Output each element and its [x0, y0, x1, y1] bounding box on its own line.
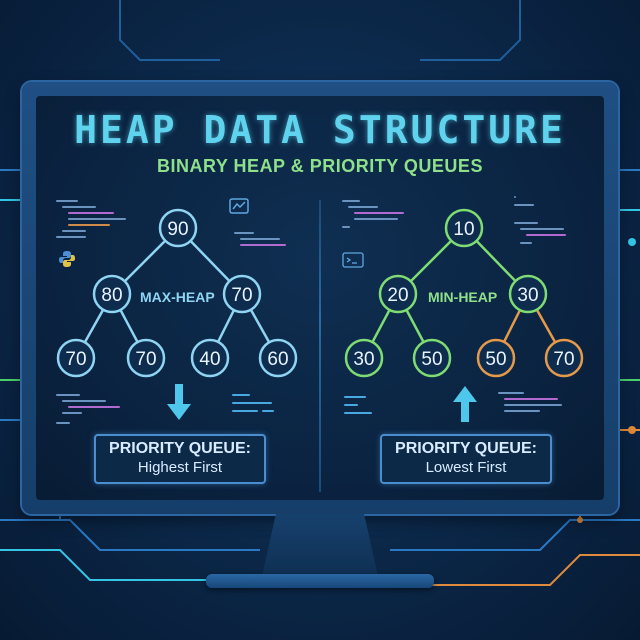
- max-heap-label: MAX-HEAP: [140, 289, 215, 305]
- min-heap-node-circle: [412, 338, 452, 378]
- max-heap-node: 70: [56, 338, 96, 378]
- min-heap-label: MIN-HEAP: [428, 289, 498, 305]
- max-heap-node: 60: [258, 338, 298, 378]
- monitor-stand-neck: [262, 514, 378, 576]
- priority-queue-highest-box: PRIORITY QUEUE: Highest First: [94, 434, 266, 484]
- heap-trees: 90 80 70 70 70 40 60 10 20 30 30 50 50 70: [56, 208, 584, 378]
- min-heap-node-value: 20: [387, 285, 408, 306]
- max-heap-node-circle: [56, 338, 96, 378]
- min-heap-node-circle: [378, 274, 418, 314]
- terminal-icon: [342, 252, 364, 268]
- min-heap-node: 70: [544, 338, 584, 378]
- priority-queue-lowest-subtitle: Lowest First: [425, 459, 507, 476]
- center-divider: [319, 200, 321, 492]
- min-heap-node: 10: [444, 208, 484, 248]
- min-heap-node-value: 50: [421, 349, 442, 370]
- min-heap-node-value: 10: [453, 219, 474, 240]
- priority-queue-lowest-title: PRIORITY QUEUE:: [395, 440, 537, 457]
- min-heap-node-circle: [476, 338, 516, 378]
- priority-queue-highest-subtitle: Highest First: [137, 459, 223, 476]
- max-heap-node-circle: [158, 208, 198, 248]
- page-title: HEAP DATA STRUCTURE: [74, 108, 566, 152]
- monitor-screen: HEAP DATA STRUCTURE BINARY HEAP & PRIORI…: [36, 96, 604, 500]
- page-subtitle: BINARY HEAP & PRIORITY QUEUES: [157, 156, 483, 176]
- max-heap-node-value: 70: [231, 285, 252, 306]
- max-heap-node-value: 80: [101, 285, 122, 306]
- max-heap-node-circle: [126, 338, 166, 378]
- up-arrow-icon: [453, 386, 477, 422]
- priority-queue-highest-title: PRIORITY QUEUE:: [109, 440, 251, 457]
- priority-queue-lowest-box: PRIORITY QUEUE: Lowest First: [380, 434, 552, 484]
- chart-icon: [229, 198, 249, 214]
- min-heap-node-circle: [344, 338, 384, 378]
- max-heap-node-circle: [92, 274, 132, 314]
- min-heap-node: 50: [476, 338, 516, 378]
- min-heap-node: 50: [412, 338, 452, 378]
- min-heap-node-value: 50: [485, 349, 506, 370]
- monitor-stand-base: [206, 574, 434, 588]
- max-heap-node: 70: [126, 338, 166, 378]
- min-heap-node: 30: [344, 338, 384, 378]
- max-heap-node-circle: [222, 274, 262, 314]
- min-heap-node-circle: [508, 274, 548, 314]
- min-heap-node-circle: [444, 208, 484, 248]
- max-heap-node: 70: [222, 274, 262, 314]
- max-heap-node-value: 70: [65, 349, 86, 370]
- python-logo-icon: [59, 251, 75, 267]
- max-heap-node-value: 60: [267, 349, 288, 370]
- max-heap-node-value: 70: [135, 349, 156, 370]
- min-heap-node-circle: [544, 338, 584, 378]
- max-heap-node: 90: [158, 208, 198, 248]
- down-arrow-icon: [167, 384, 191, 420]
- min-heap-node: 20: [378, 274, 418, 314]
- max-heap-node-value: 40: [199, 349, 220, 370]
- min-heap-node-value: 30: [517, 285, 538, 306]
- min-heap-node-value: 30: [353, 349, 374, 370]
- max-heap-node-circle: [190, 338, 230, 378]
- max-heap-node: 80: [92, 274, 132, 314]
- min-heap-node-value: 70: [553, 349, 574, 370]
- max-heap-node-circle: [258, 338, 298, 378]
- min-heap-node: 30: [508, 274, 548, 314]
- max-heap-node: 40: [190, 338, 230, 378]
- max-heap-node-value: 90: [167, 219, 188, 240]
